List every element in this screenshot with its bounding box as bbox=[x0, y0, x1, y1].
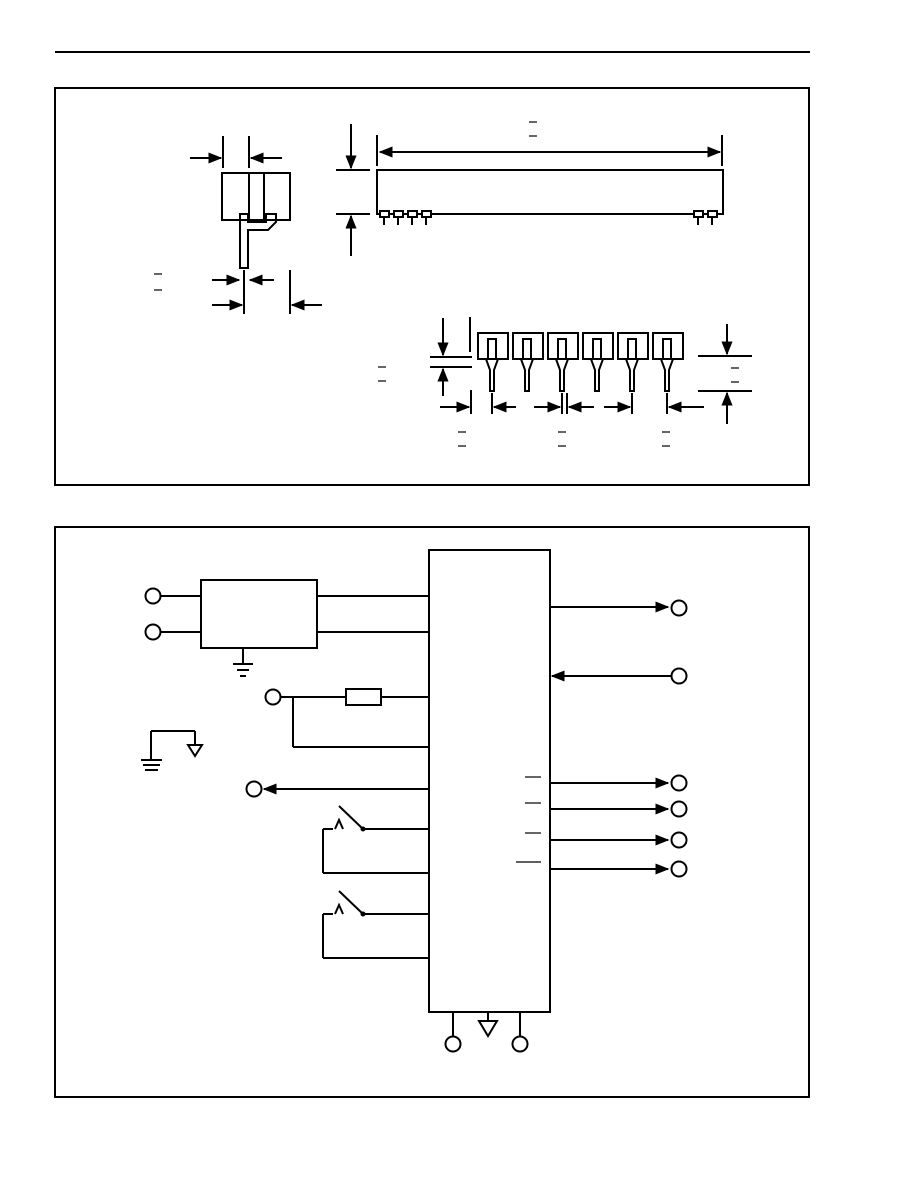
pin-detail-5 bbox=[617, 332, 649, 392]
side-view-body bbox=[221, 172, 291, 221]
pin-detail-1 bbox=[477, 332, 509, 392]
front-view bbox=[336, 121, 724, 256]
input-terminal-1 bbox=[144, 587, 162, 605]
bottom-terminal-2 bbox=[511, 1035, 529, 1053]
bottom-ground-symbol bbox=[477, 1020, 499, 1038]
ground-legend bbox=[141, 730, 204, 771]
pin-detail-3 bbox=[547, 332, 579, 392]
resistor-network bbox=[264, 688, 429, 748]
right-terminal-4 bbox=[670, 800, 688, 818]
resistor bbox=[345, 688, 382, 706]
pin-detail-6 bbox=[652, 332, 684, 392]
input-terminal-2 bbox=[144, 623, 162, 641]
ground-symbol-1 bbox=[233, 663, 253, 677]
signal-ground-symbol bbox=[186, 744, 204, 758]
right-terminal-3 bbox=[670, 774, 688, 792]
left-output bbox=[245, 780, 429, 798]
package-drawing-frame bbox=[54, 87, 810, 486]
right-terminal-2 bbox=[670, 667, 688, 685]
resistor-terminal bbox=[264, 688, 282, 706]
left-output-terminal bbox=[245, 780, 263, 798]
schematic-frame bbox=[54, 526, 810, 1098]
main-ic-block bbox=[428, 549, 551, 1013]
input-block bbox=[144, 579, 429, 677]
switch-2 bbox=[322, 890, 429, 959]
pin-detail-4 bbox=[582, 332, 614, 392]
pin-detail-2 bbox=[512, 332, 544, 392]
right-terminal-1 bbox=[670, 599, 688, 617]
switch-1 bbox=[322, 805, 429, 874]
side-view-pin bbox=[239, 213, 277, 269]
front-view-body bbox=[376, 169, 724, 215]
right-terminal-5 bbox=[670, 831, 688, 849]
side-view bbox=[154, 136, 322, 314]
header-rule bbox=[55, 51, 810, 53]
bottom-pins bbox=[444, 1012, 529, 1053]
pin-detail-view bbox=[378, 317, 752, 447]
right-terminal-6 bbox=[670, 860, 688, 878]
bottom-terminal-1 bbox=[444, 1035, 462, 1053]
right-outputs bbox=[516, 599, 688, 878]
front-view-pins bbox=[379, 210, 718, 225]
